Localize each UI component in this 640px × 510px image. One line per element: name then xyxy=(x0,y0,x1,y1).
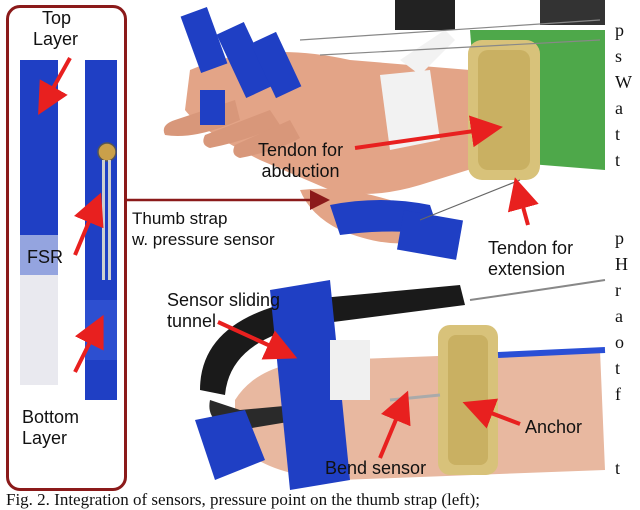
top-layer-label-line1: Top xyxy=(42,8,72,28)
tendon-abduction-label: Tendon for abduction xyxy=(258,140,343,182)
top-layer-label-line2: Layer xyxy=(33,29,79,49)
tendon-abduction-line2: abduction xyxy=(261,161,340,181)
figure-artwork xyxy=(20,0,606,498)
side-text-9: r xyxy=(615,280,621,300)
side-text-14: t xyxy=(615,458,621,478)
side-text-5: t xyxy=(615,124,621,144)
bottom-layer-label: Bottom Layer xyxy=(22,407,79,449)
side-text-2: s xyxy=(615,46,623,66)
side-text-10: a xyxy=(615,306,623,326)
bottom-layer-strip xyxy=(85,60,117,400)
side-text-column: p s W a t t p H r a o t f t xyxy=(615,20,640,480)
side-text-12: t xyxy=(615,358,621,378)
anchor-label: Anchor xyxy=(525,417,583,437)
tendon-extension-line2: extension xyxy=(488,259,566,279)
side-text-6: t xyxy=(615,150,621,170)
sensor-tunnel-label: Sensor sliding tunnel xyxy=(167,290,280,332)
side-text-4: a xyxy=(615,98,623,118)
fsr-label: FSR xyxy=(27,247,63,267)
tendon-extension-line1: Tendon for xyxy=(488,238,574,258)
side-text-13: f xyxy=(615,384,621,404)
bottom-layer-label-line1: Bottom xyxy=(22,407,80,427)
thumb-strap-line2: w. pressure sensor xyxy=(132,230,275,249)
tendon-abduction-line1: Tendon for xyxy=(258,140,344,160)
side-text-8: H xyxy=(615,254,628,274)
figure-caption: Fig. 2. Integration of sensors, pressure… xyxy=(6,490,481,509)
top-layer-strip xyxy=(20,60,58,385)
sensor-tunnel-line1: Sensor sliding xyxy=(167,290,281,310)
tendon-extension-label: Tendon for extension xyxy=(488,238,573,280)
thumb-strap-line1: Thumb strap xyxy=(132,209,228,228)
sensor-tunnel-line2: tunnel xyxy=(167,311,217,331)
bottom-layer-label-line2: Layer xyxy=(22,428,68,448)
top-layer-label: Top Layer xyxy=(33,8,79,50)
hand-photo xyxy=(135,0,605,270)
thumb-strap-label: Thumb strap w. pressure sensor xyxy=(132,208,275,250)
side-text-1: p xyxy=(615,20,624,40)
side-text-3: W xyxy=(615,72,632,92)
bend-sensor-label: Bend sensor xyxy=(325,458,427,478)
finger-photo xyxy=(135,270,606,498)
label-arrows xyxy=(38,57,539,459)
side-text-7: p xyxy=(615,228,624,248)
side-text-11: o xyxy=(615,332,624,352)
